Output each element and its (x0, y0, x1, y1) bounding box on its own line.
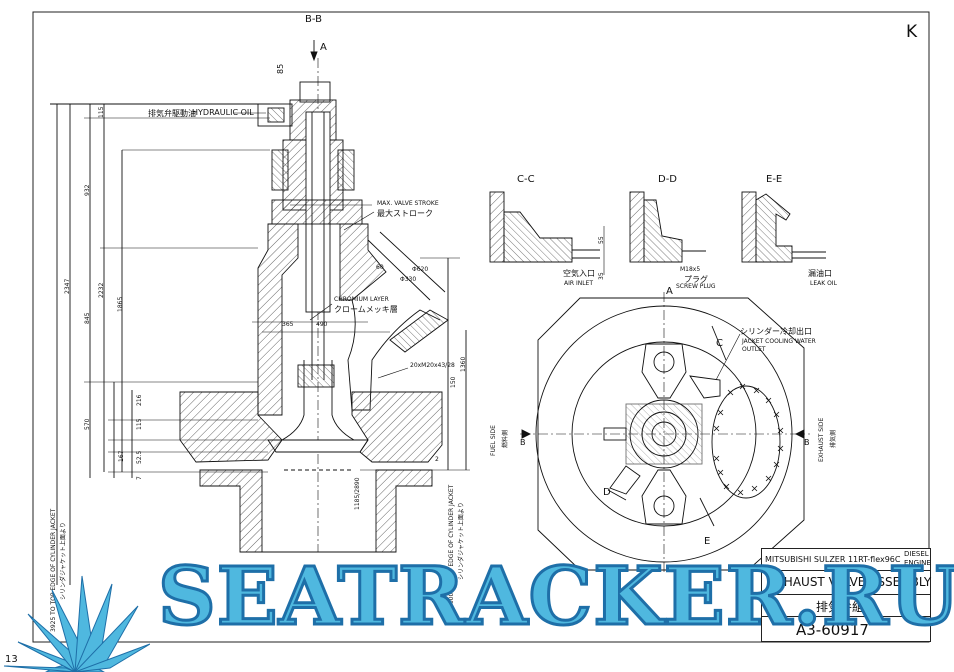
cc-dim-55: 55 (598, 236, 605, 244)
dim-115-low: 115 (136, 418, 143, 430)
arrow-a-label: A (320, 42, 327, 53)
marker-b-left: B (520, 438, 526, 447)
hydraulic-oil-jp: 排気弁駆動油 (148, 109, 196, 118)
dim-932: 932 (84, 184, 91, 196)
bolt-circle (713, 383, 784, 496)
chromium-layer-label: CHROMIUM LAYER (334, 296, 389, 303)
section-ee-title: E-E (766, 174, 783, 185)
marker-e: E (704, 536, 711, 547)
watermark-text: SEATRACKER.RU (156, 549, 954, 643)
dim-150: 150 (450, 376, 457, 388)
screw-plug-jp: プラグ (684, 275, 708, 284)
plan-view (520, 292, 810, 574)
dim-85: 85 (276, 63, 285, 74)
sheet-border (32, 11, 930, 643)
drawing-code: A3-60917 (796, 621, 869, 639)
section-dd (629, 191, 706, 263)
leak-oil-label: LEAK OIL (810, 280, 837, 287)
hydraulic-oil-label: HYDRAULIC OIL (192, 108, 254, 117)
dim-167: 167 (118, 450, 125, 462)
dim-2232: 2232 (98, 282, 105, 298)
section-cc (489, 191, 605, 275)
diesel-label: DIESEL (904, 550, 929, 558)
plan-arrow-a: A (666, 286, 673, 297)
dim-845: 845 (84, 312, 91, 324)
fuel-side-jp: 燃料側 (502, 429, 509, 448)
air-inlet-jp: 空気入口 (563, 269, 595, 278)
dim-1185-2890: 1185/2890 (354, 477, 361, 510)
screw-plug-spec: M18x5 (680, 266, 701, 273)
engine-label: ENGINE (904, 559, 931, 567)
exhaust-side-label: EXHAUST SIDE (818, 417, 825, 462)
watermark-sun-icon (3, 575, 150, 672)
stud-spec-label: 20xM20x43/28 (410, 362, 455, 369)
leak-oil-jp: 漏油口 (808, 269, 832, 278)
section-cc-title: C-C (517, 174, 535, 185)
dim-2347: 2347 (64, 278, 71, 294)
marker-c: C (716, 338, 723, 349)
cooling-outlet-jp: シリンダー冷却出口 (740, 327, 812, 336)
screw-plug-label: SCREW PLUG (676, 283, 716, 290)
marker-b-right: B (804, 438, 810, 447)
air-inlet-label: AIR INLET (564, 280, 594, 287)
page-number: 13 (5, 654, 18, 665)
dim-1865: 1865 (117, 296, 124, 312)
sheet-label: K (906, 22, 918, 42)
dim-216: 216 (136, 394, 143, 406)
cooling-outlet-label-1: JACKET COOLING WATER (742, 338, 816, 345)
dim-52-5: 52.5 (136, 450, 143, 464)
drawing-title-jp: 排気弁組立 (816, 600, 877, 614)
fuel-side-label: FUEL SIDE (490, 425, 497, 456)
maker-label: MITSUBISHI SULZER 11RT-flex96C (765, 555, 901, 564)
chromium-layer-jp: クロームメッキ層 (334, 305, 398, 314)
dim-phi620: Φ620 (412, 266, 429, 273)
title-block: MITSUBISHI SULZER 11RT-flex96C DIESEL EN… (761, 548, 931, 642)
marker-d: D (603, 487, 611, 498)
exhaust-side-jp: 排気側 (830, 429, 837, 448)
drawing-title: EXHAUST VALVE ASSEMBLY (768, 575, 932, 589)
dim-60: 60 (376, 264, 384, 271)
dim-2: 2 (435, 456, 439, 463)
dim-1360: 1360 (460, 356, 467, 372)
max-valve-stroke-label: MAX. VALVE STROKE (377, 200, 439, 207)
cooling-outlet-label-2: OUTLET (742, 346, 766, 353)
dim-phi330: Φ330 (400, 276, 417, 283)
dim-7: 7 (136, 476, 143, 480)
section-bb-label: B-B (305, 14, 322, 25)
dim-570: 570 (84, 418, 91, 430)
dim-115-top: 115 (98, 106, 105, 118)
dim-490: 490 (316, 321, 328, 328)
main-section-view (50, 40, 470, 585)
section-ee (741, 191, 826, 263)
section-dd-title: D-D (658, 174, 678, 185)
dim-365: 365 (282, 321, 294, 328)
max-valve-stroke-jp: 最大ストローク (377, 209, 433, 218)
cc-dim-35: 35 (598, 272, 605, 280)
